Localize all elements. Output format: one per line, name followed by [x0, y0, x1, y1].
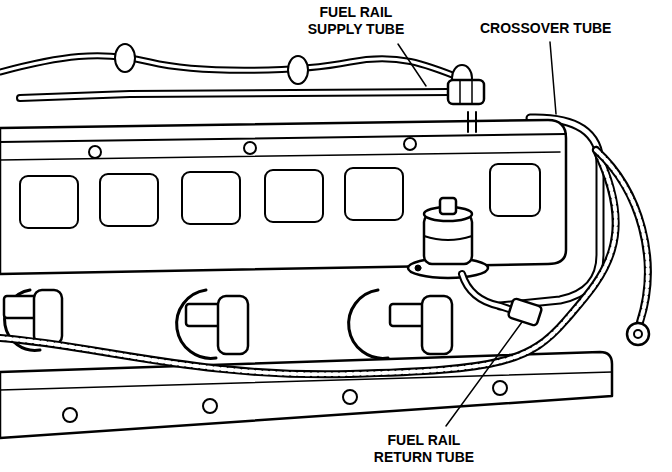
return-tube — [462, 274, 542, 326]
lower-harness — [0, 150, 649, 374]
injector-body — [218, 296, 248, 354]
harness-inner — [596, 150, 648, 322]
tube-inner — [20, 92, 450, 98]
harness-inner — [0, 56, 470, 82]
injector-clip — [349, 290, 388, 358]
plenum-outline — [0, 120, 566, 274]
supply-tube — [20, 80, 484, 104]
injector-body — [34, 290, 62, 344]
upper-harness — [0, 44, 472, 91]
injector-connector — [186, 304, 222, 326]
regulator-band — [424, 236, 472, 240]
injector-body — [422, 296, 452, 354]
tube-outer — [20, 92, 450, 98]
harness-outer — [0, 150, 616, 374]
runner-port — [20, 176, 78, 228]
lower-flange — [0, 352, 612, 438]
pressure-regulator — [408, 198, 488, 278]
rail-boss — [404, 138, 416, 150]
tube-fitting — [508, 298, 543, 326]
injector-connector — [390, 304, 426, 326]
bolt-hole — [493, 381, 507, 395]
harness-clip — [288, 56, 308, 84]
part-label: FUEL RAIL SUPPLY TUBE — [293, 4, 419, 38]
runner-port — [100, 174, 158, 226]
harness-outer — [0, 56, 470, 82]
runner-port — [265, 170, 323, 222]
tube-outer — [462, 274, 512, 310]
harness-outer — [596, 150, 648, 322]
bolt-hole — [343, 390, 357, 404]
rail-boss — [89, 146, 101, 158]
runner-port — [490, 164, 540, 216]
plenum-edge — [0, 152, 560, 160]
leader-lines — [398, 42, 556, 426]
harness-inner — [0, 150, 616, 374]
leader-line — [398, 44, 426, 86]
flange-outline — [0, 352, 612, 438]
part-label: FUEL RAIL RETURN TUBE — [361, 432, 487, 466]
harness-connector — [627, 323, 649, 345]
bolt-hole — [63, 408, 77, 422]
harness-connector-pin — [634, 330, 642, 338]
flange-bolt — [415, 265, 421, 271]
rail-bracket — [468, 112, 476, 132]
bolt-hole — [203, 399, 217, 413]
leader-line — [550, 42, 556, 114]
harness-clip — [115, 44, 135, 72]
part-label: CROSSOVER TUBE — [478, 20, 613, 37]
fitting-line — [460, 80, 472, 104]
leader-line — [446, 322, 522, 426]
runner-port — [182, 172, 240, 224]
tube-inner — [462, 274, 512, 310]
rail-edge — [0, 134, 566, 142]
runner-port — [345, 168, 403, 220]
rail-boss — [244, 142, 256, 154]
intake-plenum — [0, 112, 566, 274]
regulator-nipple — [440, 198, 456, 214]
tube-fitting — [448, 80, 484, 104]
